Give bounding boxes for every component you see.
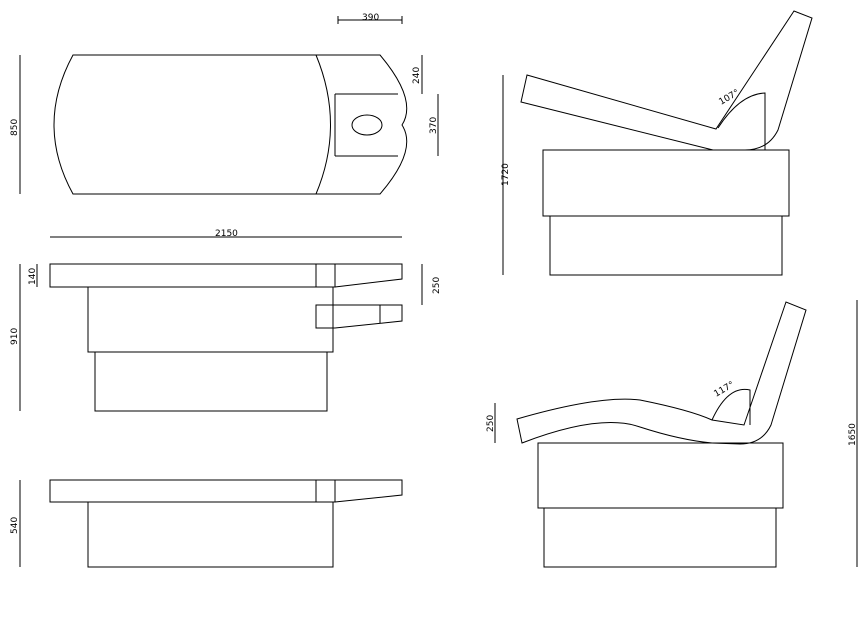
dim-label-910: 910: [10, 328, 20, 345]
dim-label-2150: 2150: [215, 229, 238, 239]
side2-base-lower: [543, 507, 777, 568]
front-view-low: 540: [10, 479, 403, 568]
low-top-slab: [49, 479, 336, 503]
dim-label-850: 850: [10, 119, 20, 136]
side2-seat-back-profile: [516, 301, 807, 445]
dim-label-240: 240: [412, 67, 422, 84]
front-headrest-upper: [334, 263, 403, 288]
side-view-raised: 117° 250 1650: [486, 300, 858, 568]
dim-label-370: 370: [429, 117, 439, 134]
dim-label-250-b: 250: [486, 415, 496, 432]
front-top-slab: [49, 263, 336, 288]
low-cabinet: [87, 501, 334, 568]
side1-seat-back-profile: [520, 10, 813, 151]
front-view: 140 910 250: [10, 263, 442, 412]
plan-table-outline: [53, 54, 408, 195]
dim-label-540: 540: [10, 517, 20, 534]
side-view-reclined: 107° 1720: [501, 10, 813, 276]
dim-label-390: 390: [362, 13, 379, 23]
side1-base-lower: [549, 215, 783, 276]
dim-label-1650: 1650: [848, 423, 858, 446]
front-cabinet-lower: [94, 351, 328, 412]
face-hole-ellipse: [351, 114, 383, 136]
side2-angle-label: 117°: [713, 380, 737, 400]
dim-label-250: 250: [432, 277, 442, 294]
front-cabinet-upper: [87, 286, 334, 353]
side1-base-upper: [542, 149, 790, 217]
low-headrest: [334, 479, 403, 503]
dim-label-140: 140: [28, 268, 38, 285]
plan-headrest-divider: [315, 54, 331, 195]
side1-angle-arc: [717, 92, 766, 150]
side2-base-upper: [537, 442, 784, 509]
front-headrest-lower: [315, 304, 403, 329]
side2-angle-arc: [711, 388, 751, 425]
plan-view: 390 850 240 370: [10, 13, 439, 195]
dim-label-1720: 1720: [501, 163, 511, 186]
